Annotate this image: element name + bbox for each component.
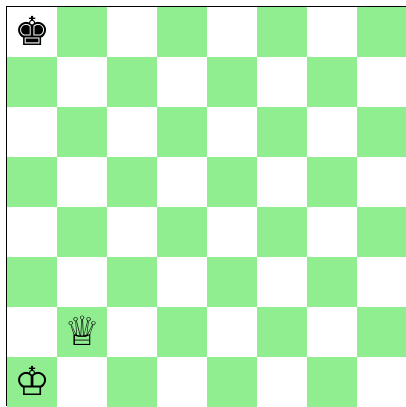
square-d6[interactable]: [157, 107, 207, 157]
square-a3[interactable]: [7, 257, 57, 307]
square-a2[interactable]: [7, 307, 57, 357]
square-d8[interactable]: [157, 7, 207, 57]
square-g7[interactable]: [307, 57, 357, 107]
square-h6[interactable]: [357, 107, 406, 157]
square-b8[interactable]: [57, 7, 107, 57]
square-g6[interactable]: [307, 107, 357, 157]
square-a1[interactable]: ♔: [7, 357, 57, 407]
square-d1[interactable]: [157, 357, 207, 407]
square-a5[interactable]: [7, 157, 57, 207]
square-f4[interactable]: [257, 207, 307, 257]
square-e2[interactable]: [207, 307, 257, 357]
white-queen-icon[interactable]: ♕: [64, 312, 100, 352]
square-h5[interactable]: [357, 157, 406, 207]
square-d3[interactable]: [157, 257, 207, 307]
square-c8[interactable]: [107, 7, 157, 57]
square-f1[interactable]: [257, 357, 307, 407]
square-g1[interactable]: [307, 357, 357, 407]
square-g3[interactable]: [307, 257, 357, 307]
square-e3[interactable]: [207, 257, 257, 307]
square-g8[interactable]: [307, 7, 357, 57]
square-b3[interactable]: [57, 257, 107, 307]
square-e6[interactable]: [207, 107, 257, 157]
square-h4[interactable]: [357, 207, 406, 257]
square-d7[interactable]: [157, 57, 207, 107]
square-g2[interactable]: [307, 307, 357, 357]
square-h2[interactable]: [357, 307, 406, 357]
square-c1[interactable]: [107, 357, 157, 407]
square-b7[interactable]: [57, 57, 107, 107]
square-e1[interactable]: [207, 357, 257, 407]
square-h7[interactable]: [357, 57, 406, 107]
white-king-icon[interactable]: ♔: [14, 362, 50, 402]
square-b6[interactable]: [57, 107, 107, 157]
square-a8[interactable]: ♚: [7, 7, 57, 57]
square-c2[interactable]: [107, 307, 157, 357]
square-b1[interactable]: [57, 357, 107, 407]
square-g5[interactable]: [307, 157, 357, 207]
square-g4[interactable]: [307, 207, 357, 257]
square-h8[interactable]: [357, 7, 406, 57]
square-e7[interactable]: [207, 57, 257, 107]
square-d4[interactable]: [157, 207, 207, 257]
square-a7[interactable]: [7, 57, 57, 107]
square-f3[interactable]: [257, 257, 307, 307]
square-f6[interactable]: [257, 107, 307, 157]
chess-board: ♚ ♕ ♔: [7, 7, 406, 407]
square-b2[interactable]: ♕: [57, 307, 107, 357]
black-king-icon[interactable]: ♚: [14, 12, 50, 52]
square-a4[interactable]: [7, 207, 57, 257]
square-f8[interactable]: [257, 7, 307, 57]
square-d5[interactable]: [157, 157, 207, 207]
square-h3[interactable]: [357, 257, 406, 307]
square-c6[interactable]: [107, 107, 157, 157]
square-b5[interactable]: [57, 157, 107, 207]
square-f2[interactable]: [257, 307, 307, 357]
square-f5[interactable]: [257, 157, 307, 207]
square-c3[interactable]: [107, 257, 157, 307]
square-f7[interactable]: [257, 57, 307, 107]
square-h1[interactable]: [357, 357, 406, 407]
square-e5[interactable]: [207, 157, 257, 207]
square-e4[interactable]: [207, 207, 257, 257]
square-b4[interactable]: [57, 207, 107, 257]
square-a6[interactable]: [7, 107, 57, 157]
square-d2[interactable]: [157, 307, 207, 357]
square-e8[interactable]: [207, 7, 257, 57]
square-c7[interactable]: [107, 57, 157, 107]
square-c4[interactable]: [107, 207, 157, 257]
square-c5[interactable]: [107, 157, 157, 207]
